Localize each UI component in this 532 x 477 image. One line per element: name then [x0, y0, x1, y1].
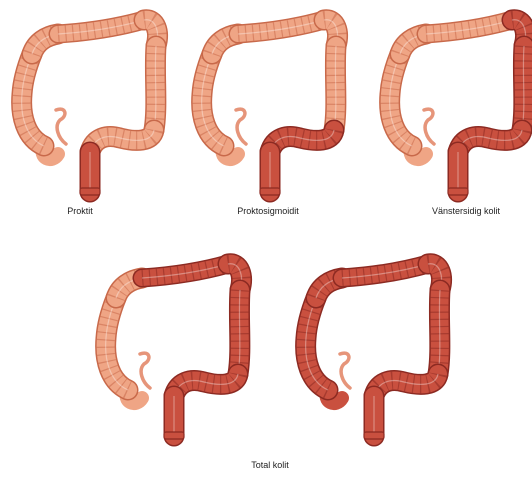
- colon-svg-total-full: [292, 250, 452, 445]
- caption-total-kolit: Total kolit: [251, 460, 289, 470]
- appendix: [340, 353, 350, 388]
- colon-diagram-proktit: [8, 6, 168, 201]
- appendix: [236, 109, 246, 144]
- caption-vanstersidig: Vänstersidig kolit: [432, 206, 500, 216]
- anal-canal: [260, 188, 280, 195]
- colon-segment-ascending: [22, 54, 44, 146]
- colon-segment-transverse: [342, 264, 428, 278]
- colon-svg-total-partial: [92, 250, 252, 445]
- colon-diagram-vanstersidig: [376, 6, 532, 201]
- anal-canal: [164, 432, 184, 439]
- colon-segment-descending: [522, 46, 524, 130]
- colon-segment-transverse: [142, 264, 228, 278]
- colon-segment-descending: [238, 290, 240, 374]
- colon-segment-ascending: [306, 298, 328, 390]
- appendix: [424, 109, 434, 144]
- colon-diagram-total-full: [292, 250, 452, 445]
- colon-diagram-total-partial: [92, 250, 252, 445]
- colon-segment-transverse: [238, 20, 324, 34]
- anal-canal: [364, 432, 384, 439]
- colon-segment-transverse: [426, 20, 512, 34]
- colon-diagram-proktosigmoidit: [188, 6, 348, 201]
- colon-svg-proktit: [8, 6, 168, 201]
- appendix: [56, 109, 66, 144]
- colon-segment-descending: [154, 46, 156, 130]
- colon-svg-proktosigmoidit: [188, 6, 348, 201]
- caption-proktit: Proktit: [67, 206, 93, 216]
- colon-segment-descending: [438, 290, 440, 374]
- colon-segment-ascending: [202, 54, 224, 146]
- colon-svg-vanstersidig: [376, 6, 532, 201]
- anal-canal: [448, 188, 468, 195]
- colon-segment-descending: [334, 46, 336, 130]
- caption-proktosigmoidit: Proktosigmoidit: [237, 206, 299, 216]
- appendix: [140, 353, 150, 388]
- anal-canal: [80, 188, 100, 195]
- colon-segment-ascending: [106, 298, 128, 390]
- colon-segment-ascending: [390, 54, 412, 146]
- colon-segment-transverse: [58, 20, 144, 34]
